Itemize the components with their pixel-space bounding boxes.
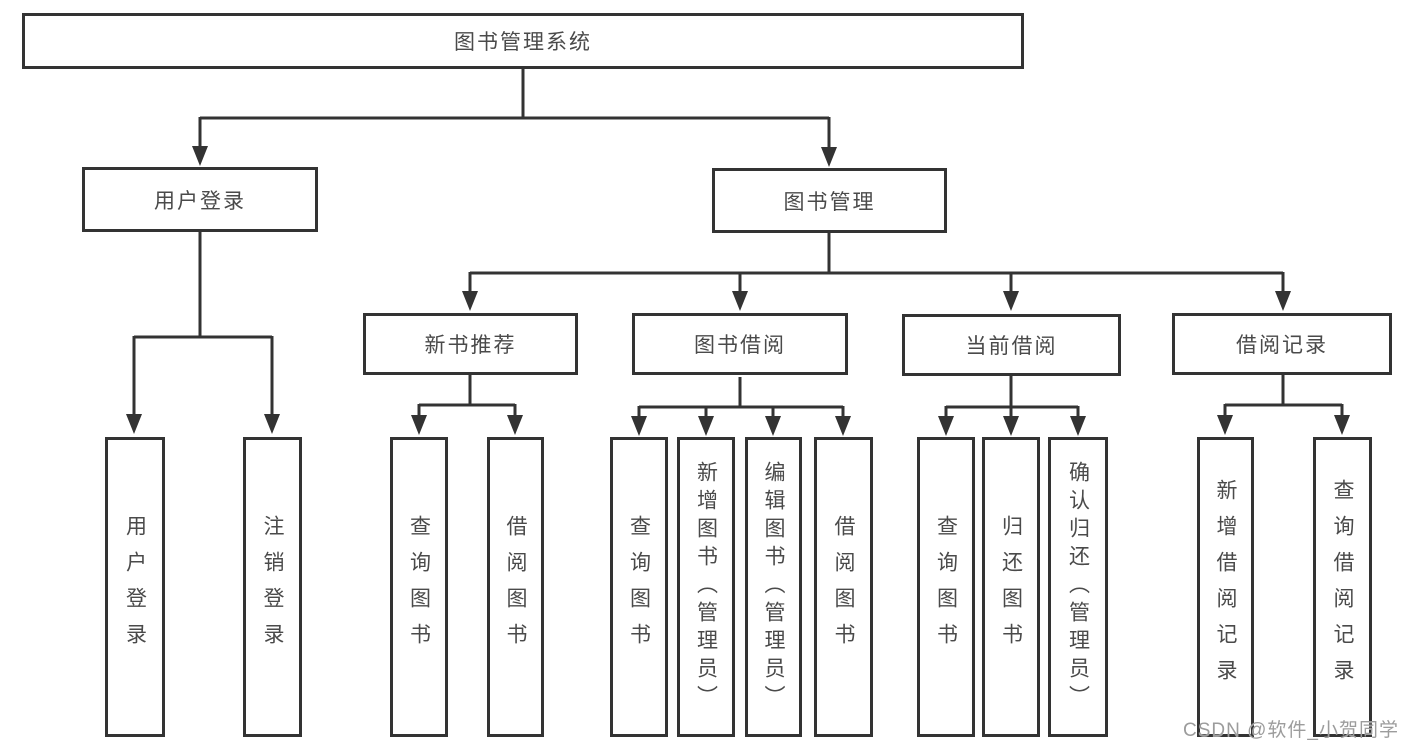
- leaf-query-books-borrowing: 查询图书: [610, 437, 668, 737]
- leaf-query-books-current: 查询图书: [917, 437, 975, 737]
- node-label: 图书管理系统: [454, 31, 592, 54]
- node-label: 用户登录: [154, 189, 246, 213]
- node-label: 图书管理: [783, 190, 876, 214]
- node-label: 图书借阅: [694, 334, 786, 357]
- leaf-label: 查询图书: [934, 515, 958, 659]
- leaf-label: 查询图书: [407, 515, 431, 659]
- leaf-return-books: 归还图书: [982, 437, 1040, 737]
- leaf-label: 编辑图书（管理员）: [762, 461, 785, 713]
- leaf-query-books-recommend: 查询图书: [390, 437, 448, 737]
- node-book-management: 图书管理: [712, 168, 947, 233]
- leaf-user-login: 用户登录: [105, 437, 165, 737]
- leaf-edit-books-admin: 编辑图书（管理员）: [745, 437, 802, 737]
- leaf-label: 归还图书: [999, 515, 1023, 659]
- csdn-watermark: CSDN @软件_小贺同学: [1183, 720, 1399, 741]
- leaf-label: 新增借阅记录: [1214, 479, 1237, 695]
- leaf-label: 查询借阅记录: [1331, 479, 1354, 695]
- node-label: 新书推荐: [424, 334, 517, 357]
- node-user-login: 用户登录: [82, 167, 318, 232]
- node-new-book-recommendation: 新书推荐: [363, 313, 578, 375]
- leaf-label: 用户登录: [123, 515, 147, 659]
- leaf-label: 确认归还（管理员）: [1066, 461, 1090, 713]
- leaf-label: 注销登录: [261, 515, 284, 659]
- leaf-borrow-books: 借阅图书: [814, 437, 873, 737]
- leaf-label: 借阅图书: [504, 515, 527, 659]
- leaf-logout: 注销登录: [243, 437, 302, 737]
- node-book-management-system: 图书管理系统: [22, 13, 1024, 69]
- leaf-borrow-books-recommend: 借阅图书: [487, 437, 544, 737]
- node-book-borrowing: 图书借阅: [632, 313, 848, 375]
- node-label: 当前借阅: [965, 335, 1058, 358]
- leaf-label: 新增图书（管理员）: [694, 461, 718, 713]
- leaf-label: 查询图书: [627, 515, 651, 659]
- node-borrowing-records: 借阅记录: [1172, 313, 1392, 375]
- leaf-add-borrowing-record: 新增借阅记录: [1197, 437, 1254, 737]
- leaf-query-borrowing-record: 查询借阅记录: [1313, 437, 1372, 737]
- node-current-borrowing: 当前借阅: [902, 314, 1121, 376]
- node-label: 借阅记录: [1236, 334, 1328, 357]
- leaf-add-books-admin: 新增图书（管理员）: [677, 437, 735, 737]
- leaf-confirm-return-admin: 确认归还（管理员）: [1048, 437, 1108, 737]
- leaf-label: 借阅图书: [832, 515, 855, 659]
